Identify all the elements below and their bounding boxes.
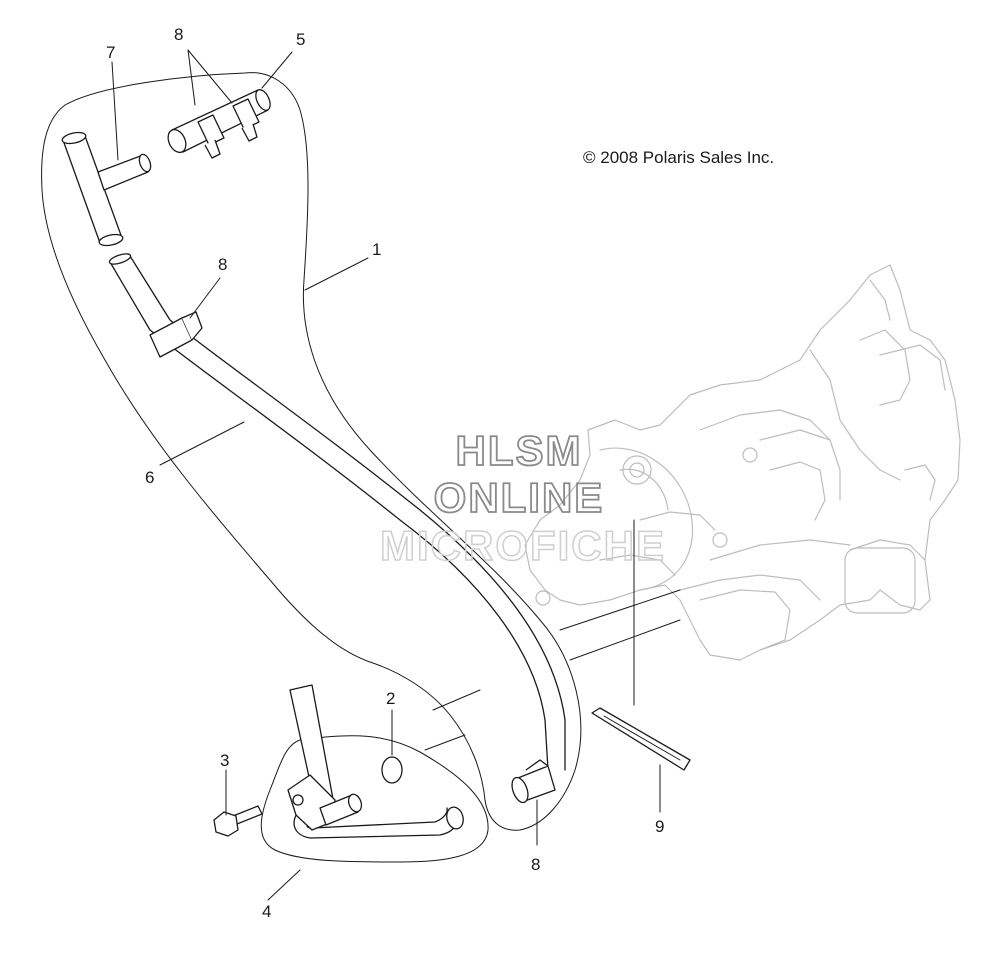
- hose-assembly-outline: [41, 72, 582, 831]
- callouts: 7 8 5 1 8 6 2 3 4 8 9: [106, 25, 664, 921]
- long-tube: [108, 253, 566, 804]
- copyright-text: © 2008 Polaris Sales Inc.: [583, 148, 774, 167]
- tube-outline: [260, 735, 489, 863]
- bolt: [213, 805, 263, 837]
- connector-junction: [167, 89, 271, 159]
- plug: [381, 756, 403, 784]
- callout-8-top: 8: [174, 25, 183, 44]
- engine-block: [524, 264, 961, 661]
- watermark-line-1: HLSM: [456, 427, 583, 474]
- watermark-line-3: MICROFICHE: [380, 522, 666, 569]
- callout-3: 3: [220, 751, 229, 770]
- callout-9: 9: [655, 817, 664, 836]
- watermark-line-2: ONLINE: [434, 474, 605, 521]
- callout-8-bottom: 8: [531, 855, 540, 874]
- strap: [591, 707, 691, 771]
- t-fitting: [61, 131, 152, 247]
- leader-lines: [111, 49, 681, 901]
- callout-6: 6: [145, 468, 154, 487]
- watermark: HLSM ONLINE MICROFICHE: [379, 426, 666, 570]
- callout-4: 4: [262, 902, 271, 921]
- callout-2: 2: [386, 689, 395, 708]
- callout-8-mid: 8: [218, 255, 227, 274]
- bent-tube-flange: [287, 684, 464, 839]
- callout-7: 7: [106, 43, 115, 62]
- callout-5: 5: [296, 30, 305, 49]
- callout-1: 1: [372, 240, 381, 259]
